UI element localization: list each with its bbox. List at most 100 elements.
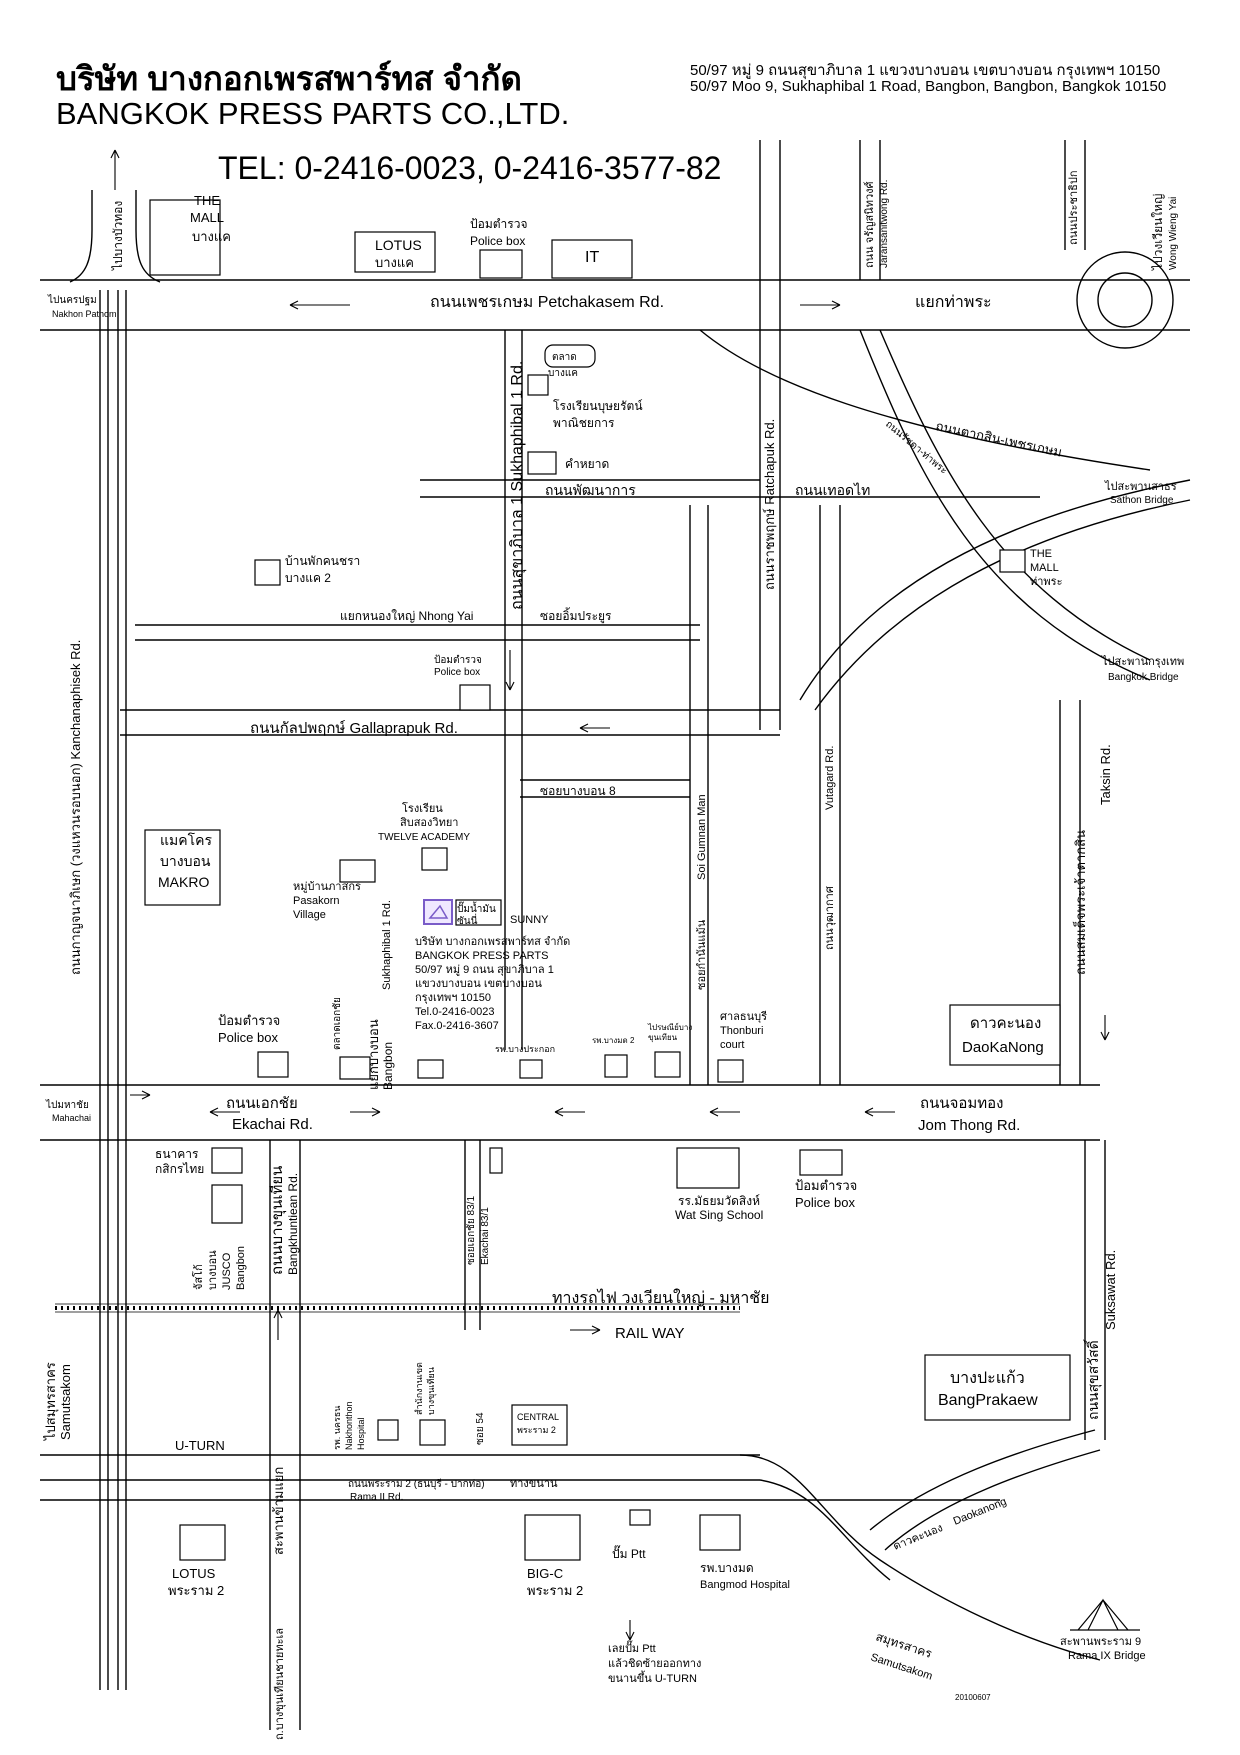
the-mall-thapra-box [999,549,1026,573]
bangmod-hospital-box [699,1514,741,1551]
bkt-chaithalay-label: ถ.บางขุนเทียนชายทะเล [273,1628,286,1740]
post-office-label-1: ไปรษณีย์บาง [647,1022,692,1032]
kasikorn-box [211,1147,243,1174]
small-building-box [417,1059,444,1079]
police-box-mid-label-2: Police box [434,667,480,678]
makro-label-3: MAKRO [158,874,209,890]
charan-label-1: ถนน จรัญสนิทวงศ์ [863,181,876,268]
vutagard-label-2: Vutagard Rd. [824,746,836,810]
to-krungthep-label-2: Bangkok Bridge [1108,672,1179,683]
ptt-note-line-2: แล้วชิดซ้ายออกทาง [608,1658,701,1670]
rp-bangmod2-box [604,1054,628,1078]
jusco-box [211,1184,243,1224]
the-mall-bangkhae-label-3: บางแค [192,229,231,244]
wat-sing-label-2: Wat Sing School [675,1208,763,1222]
soi-marker-box [489,1147,503,1174]
the-mall-thapra-label-1: THE [1030,548,1052,560]
lotus-rama2-box [179,1524,226,1561]
jusco-label-1: จัสโก้ [191,1264,205,1290]
bigc-label-1: BIG-C [527,1566,563,1581]
central-label-2: พระราม 2 [517,1425,556,1435]
rama2-label-1: ถนนพระราม 2 (ธนบุรี - ปากท่อ) [348,1478,485,1490]
kasikorn-label-2: กสิกรไทย [155,1162,204,1176]
bangprakaew-box [924,1354,1071,1421]
thonburi-court-label-2: Thonburi [720,1025,763,1037]
rp-bangprakok-box [519,1059,543,1079]
taksin-label-2: Taksin Rd. [1098,744,1113,805]
district-office-label-1: สำนักงานเขต [414,1362,424,1415]
lotus-bangkhae-label-1: LOTUS [375,237,422,253]
the-mall-thapra-label-2: MALL [1030,562,1059,574]
to-samutsakorn-label-2: Samutsakom [58,1364,73,1440]
lotus-bangkhae-label-2: บางแค [375,255,414,270]
nong-yai-label: แยกหนองใหญ่ Nhong Yai [340,609,473,623]
ptt-label: ปั๊ม Ptt [612,1545,646,1561]
police-box-top-label-1: ป้อมตำรวจ [470,217,527,231]
bangprakaew-label-2: BangPrakaew [938,1392,1038,1409]
date-code-label: 20100607 [955,1693,991,1702]
ptt-box [629,1509,651,1526]
ekachai-83-label-1: ซอยเอกชัย 83/1 [466,1196,477,1265]
bigc-label-2: พระราม 2 [527,1583,583,1598]
police-box-bottom-label-1: ป้อมตำรวจ [795,1178,857,1193]
sunny-label-1: ปั๊มน้ำมัน [457,901,496,915]
gallapraphuk-label: ถนนกัลปพฤกษ์ Gallaprapuk Rd. [250,720,458,737]
central-box [511,1404,568,1446]
bangkhuntian-label-1: ถนนบางขุนเทียน [269,1166,287,1275]
twelve-academy-box [421,847,448,871]
the-mall-bangkhae-label-2: MALL [190,210,224,225]
to-sathon-label-1: ไปสะพานสาธร [1104,480,1177,493]
company-block-line-2: BANGKOK PRESS PARTS [415,950,548,962]
railway-en-label: RAIL WAY [615,1325,684,1342]
to-sathon-label-2: Sathon Bridge [1110,495,1174,506]
pracha-thipok-label: ถนนประชาธิปก [1068,171,1080,246]
ekachai-en-label: Ekachai Rd. [232,1116,313,1133]
district-office-label-2: บางขุนเทียน [426,1367,437,1415]
direction-arrows [110,149,1110,1641]
company-block-line-3: 50/97 หมู่ 9 ถนน สุขาภิบาล 1 [415,964,554,976]
the-mall-bangkhae-label-1: THE [194,193,220,208]
to-krungthep-label-1: ไปสะพานกรุงเทพ [1101,655,1184,668]
thoet-thai-label: ถนนเทอดไท [795,482,870,498]
pasakorn-box [339,859,376,883]
sunny-label-3: SUNNY [510,914,549,926]
ekachai-83-label-2: Ekachai 83/1 [480,1207,491,1265]
vutagard-label-1: ถนนวุฒากาศ [824,886,836,950]
jusco-label-3: JUSCO [221,1252,233,1290]
bridge-bkt-label: สะพานข้ามแยก [271,1467,286,1555]
jusco-label-4: Bangbon [235,1246,247,1290]
telephone-numbers: TEL: 0-2416-0023, 0-2416-3577-82 [218,150,722,186]
bangprakaew-label-1: บางปะแก้ว [950,1369,1025,1387]
company-name-english: BANGKOK PRESS PARTS CO.,LTD. [56,96,570,131]
to-samutsakorn-label-1: ไปสมุทรสาคร [43,1362,59,1441]
ban-phak-label-2: บางแค 2 [285,571,331,585]
jusco-label-2: บางบอน [207,1250,219,1290]
rp-bangprakok-label: รพ.บางประกอก [495,1044,555,1054]
pasakorn-label-2: Pasakorn [293,895,339,907]
ptt-note-line-3: ขนานขึ้น U-TURN [608,1670,697,1685]
ratchaphruek-label: ถนนราชพฤกษ์ Ratchapuk Rd. [762,419,777,590]
road-network [40,140,1191,1730]
district-office-box [419,1419,446,1446]
kanchanaphisek-label: ถนนกาญจนาภิเษก (วงแหวนรอบนอก) Kanchanaph… [68,640,83,975]
sukhaphibal1-small-label: Sukhaphibal 1 Rd. [381,900,393,990]
rp-bangmod2-label: รพ.บางมด 2 [592,1036,635,1045]
soi-gumnan-label-2: ซอยกำนันแม้น [696,919,708,990]
jomthong-th-label: ถนนจอมทอง [920,1095,1004,1112]
school-top-label-2: พาณิชยการ [553,416,615,430]
map-labels: THE MALL บางแค LOTUS บางแค ป้อมตำรวจ Pol… [43,171,1184,1741]
twelve-academy-label-3: TWELVE ACADEMY [378,832,470,843]
school-top-label-1: โรงเรียนบุษยรัตน์ [553,399,643,414]
sukhaphibal1-label: ถนนสุขาภิบาล 1 Sukhaphibal 1 Rd. [509,361,527,610]
rama9-bridge-label-1: สะพานพระราม 9 [1060,1636,1141,1648]
police-box-mid [459,684,491,711]
police-box-left-label-2: Police box [218,1030,278,1045]
wong-wien-yai-label-2: Wong Wieng Yai [1168,197,1179,270]
talad-box [544,344,596,368]
rama9-bridge-icon [1070,1598,1140,1631]
to-mahachai-label-2: Mahachai [52,1113,91,1123]
charan-label-2: Jaransanitwong Rd. [879,180,890,268]
nakhonthon-box [377,1419,399,1441]
thonburi-court-box [717,1059,744,1083]
